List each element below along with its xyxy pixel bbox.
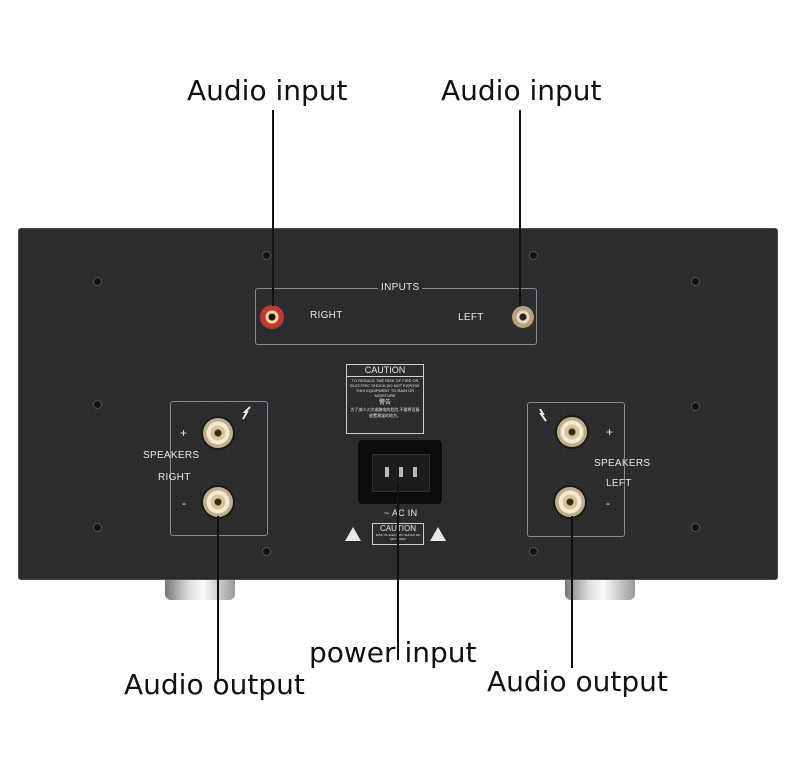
speakers-right-minus: - [182, 496, 187, 510]
caution-small-text: RISK OF ELECTRIC SHOCK DO NOT OPEN [375, 533, 421, 541]
screw-icon [529, 251, 538, 260]
speakers-right-plus: + [180, 426, 188, 440]
caution-cn-title: 警告 [378, 400, 391, 406]
rca-right-input[interactable] [260, 305, 284, 329]
audio-input-right-callout: Audio input [187, 74, 348, 107]
speakers-right-label: SPEAKERS [143, 450, 200, 461]
power-input-callout: power input [309, 636, 477, 669]
speaker-left-positive-terminal[interactable] [557, 417, 587, 447]
caution-title: CAUTION [347, 365, 423, 377]
warning-triangle-icon [430, 527, 446, 541]
audio-output-right-callout: Audio output [124, 668, 305, 701]
left-foot [165, 578, 235, 600]
screw-icon [262, 251, 271, 260]
rca-left-input[interactable] [512, 306, 534, 328]
screw-icon [691, 523, 700, 532]
screw-icon [691, 277, 700, 286]
caution-text: TO REDUCE THE RISK OF FIRE OR ELECTRIC S… [350, 378, 420, 398]
lightning-icon [242, 406, 251, 420]
screw-icon [691, 402, 700, 411]
caution-cn-text: 为了减少火灾或触电的危险,不要将设备放置潮湿的地方。 [350, 407, 420, 418]
speaker-right-negative-terminal[interactable] [203, 487, 233, 517]
screw-icon [529, 547, 538, 556]
ac-in-label: ~ AC IN [384, 508, 418, 518]
screw-icon [93, 523, 102, 532]
inputs-section [255, 288, 537, 345]
screw-icon [93, 277, 102, 286]
power-pin [385, 467, 389, 477]
caution-label: CAUTION TO REDUCE THE RISK OF FIRE OR EL… [346, 364, 424, 434]
caution-small-label: CAUTION RISK OF ELECTRIC SHOCK DO NOT OP… [372, 523, 424, 545]
lightning-icon [539, 408, 547, 422]
speakers-left-label: SPEAKERS [594, 458, 651, 469]
speaker-right-positive-terminal[interactable] [203, 418, 233, 448]
power-pin [399, 467, 403, 477]
power-inlet[interactable] [358, 440, 442, 504]
power-inlet-socket [372, 454, 430, 492]
screw-icon [93, 400, 102, 409]
caution-small-title: CAUTION [380, 524, 416, 533]
speakers-left-section [527, 402, 625, 537]
inputs-title: INPUTS [378, 282, 423, 293]
audio-output-left-callout: Audio output [487, 665, 668, 698]
screw-icon [262, 547, 271, 556]
warning-triangle-icon [345, 527, 361, 541]
speakers-left-minus: - [606, 496, 611, 510]
speakers-right-channel: RIGHT [158, 472, 191, 483]
inputs-left-label: LEFT [458, 312, 484, 323]
right-foot [565, 578, 635, 600]
speakers-right-section [170, 401, 268, 536]
speaker-left-negative-terminal[interactable] [555, 487, 585, 517]
power-pin [413, 467, 417, 477]
speakers-left-channel: LEFT [606, 478, 632, 489]
speakers-left-plus: + [606, 425, 614, 439]
audio-input-left-callout: Audio input [441, 74, 602, 107]
inputs-right-label: RIGHT [310, 310, 343, 321]
